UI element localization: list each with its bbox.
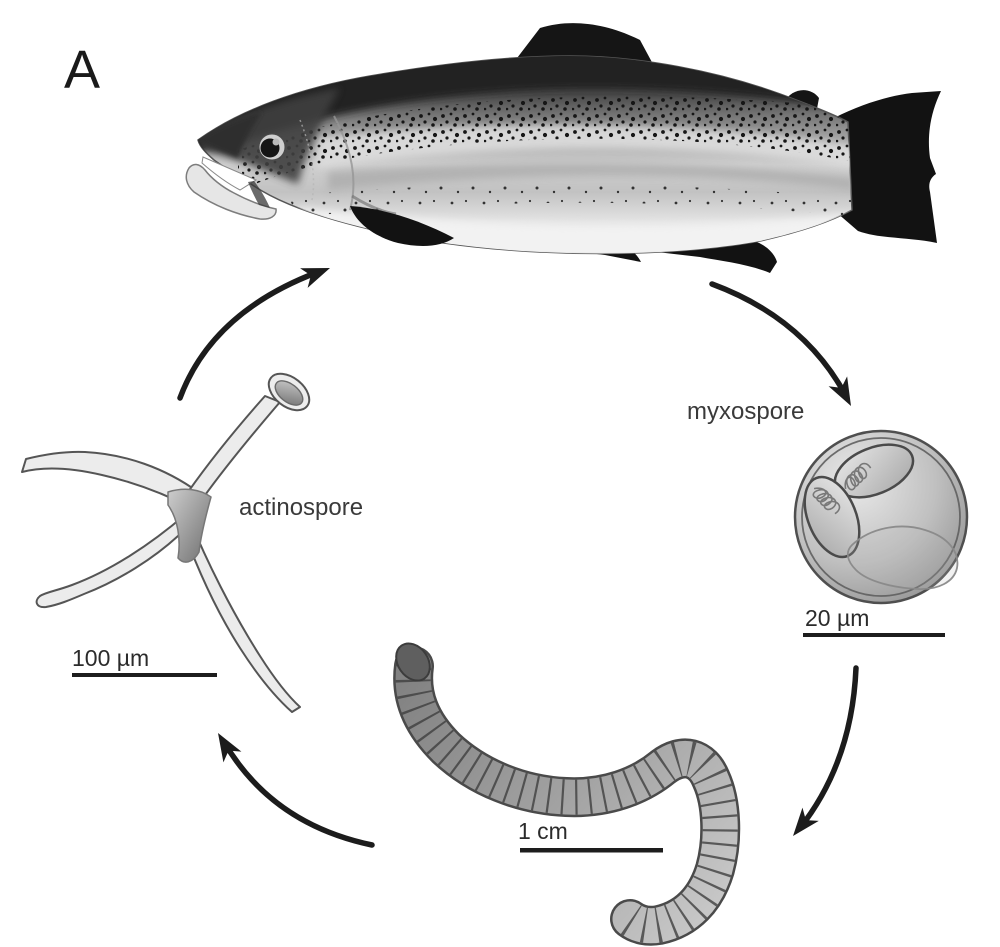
fish-eye [258, 133, 286, 161]
myxospore-wall-inner [801, 437, 961, 597]
actinospore-label: actinospore [239, 494, 364, 521]
scale-bar-label-1cm: 1 cm [518, 818, 568, 844]
scale-bar-line-1cm [520, 848, 663, 853]
arrow-fish-to-myxospore [709, 281, 851, 406]
spore-process-long [183, 519, 301, 713]
caudal-fin [834, 91, 941, 243]
pectoral-fin [350, 206, 454, 246]
spore-process-lower-left [35, 513, 196, 609]
mouth-corner-shade [248, 181, 270, 208]
arrow-worm-to-actinospore [218, 733, 375, 848]
myxospore-label: myxospore [687, 398, 805, 425]
sporoplasm-outline [846, 525, 959, 590]
worm-illustration [393, 642, 741, 946]
scale-bar-label-20um: 20 µm [805, 605, 870, 631]
scale-bar-label-100um: 100 µm [72, 645, 150, 671]
arrow-actinospore-to-fish [177, 268, 330, 401]
actinospore-illustration [21, 372, 311, 713]
dorsal-fin [514, 23, 654, 66]
fish-mouth-gape [201, 156, 258, 191]
fish-lower-jaw [185, 163, 277, 220]
gill-lower-accent [351, 194, 397, 216]
scale-bar-line-20um [803, 633, 945, 637]
myxospore-illustration [793, 429, 969, 605]
spore-stylet [187, 372, 311, 499]
spore-process-left [21, 450, 199, 511]
fish-mid-stripe [328, 162, 852, 190]
worm-head [395, 642, 431, 682]
fish-speckles-lower [288, 184, 852, 217]
opercle-line [333, 115, 355, 211]
fish-speckles-upper [238, 96, 852, 192]
scale-bar-line-100um [72, 673, 217, 677]
arrow-myxospore-to-worm [793, 665, 859, 836]
panel-label: A [64, 40, 101, 100]
cycle-arrows [177, 268, 859, 848]
worm-body [395, 648, 738, 944]
fish-illustration [185, 23, 941, 273]
spore-core [167, 488, 212, 563]
fish-snout-shade [198, 112, 262, 158]
